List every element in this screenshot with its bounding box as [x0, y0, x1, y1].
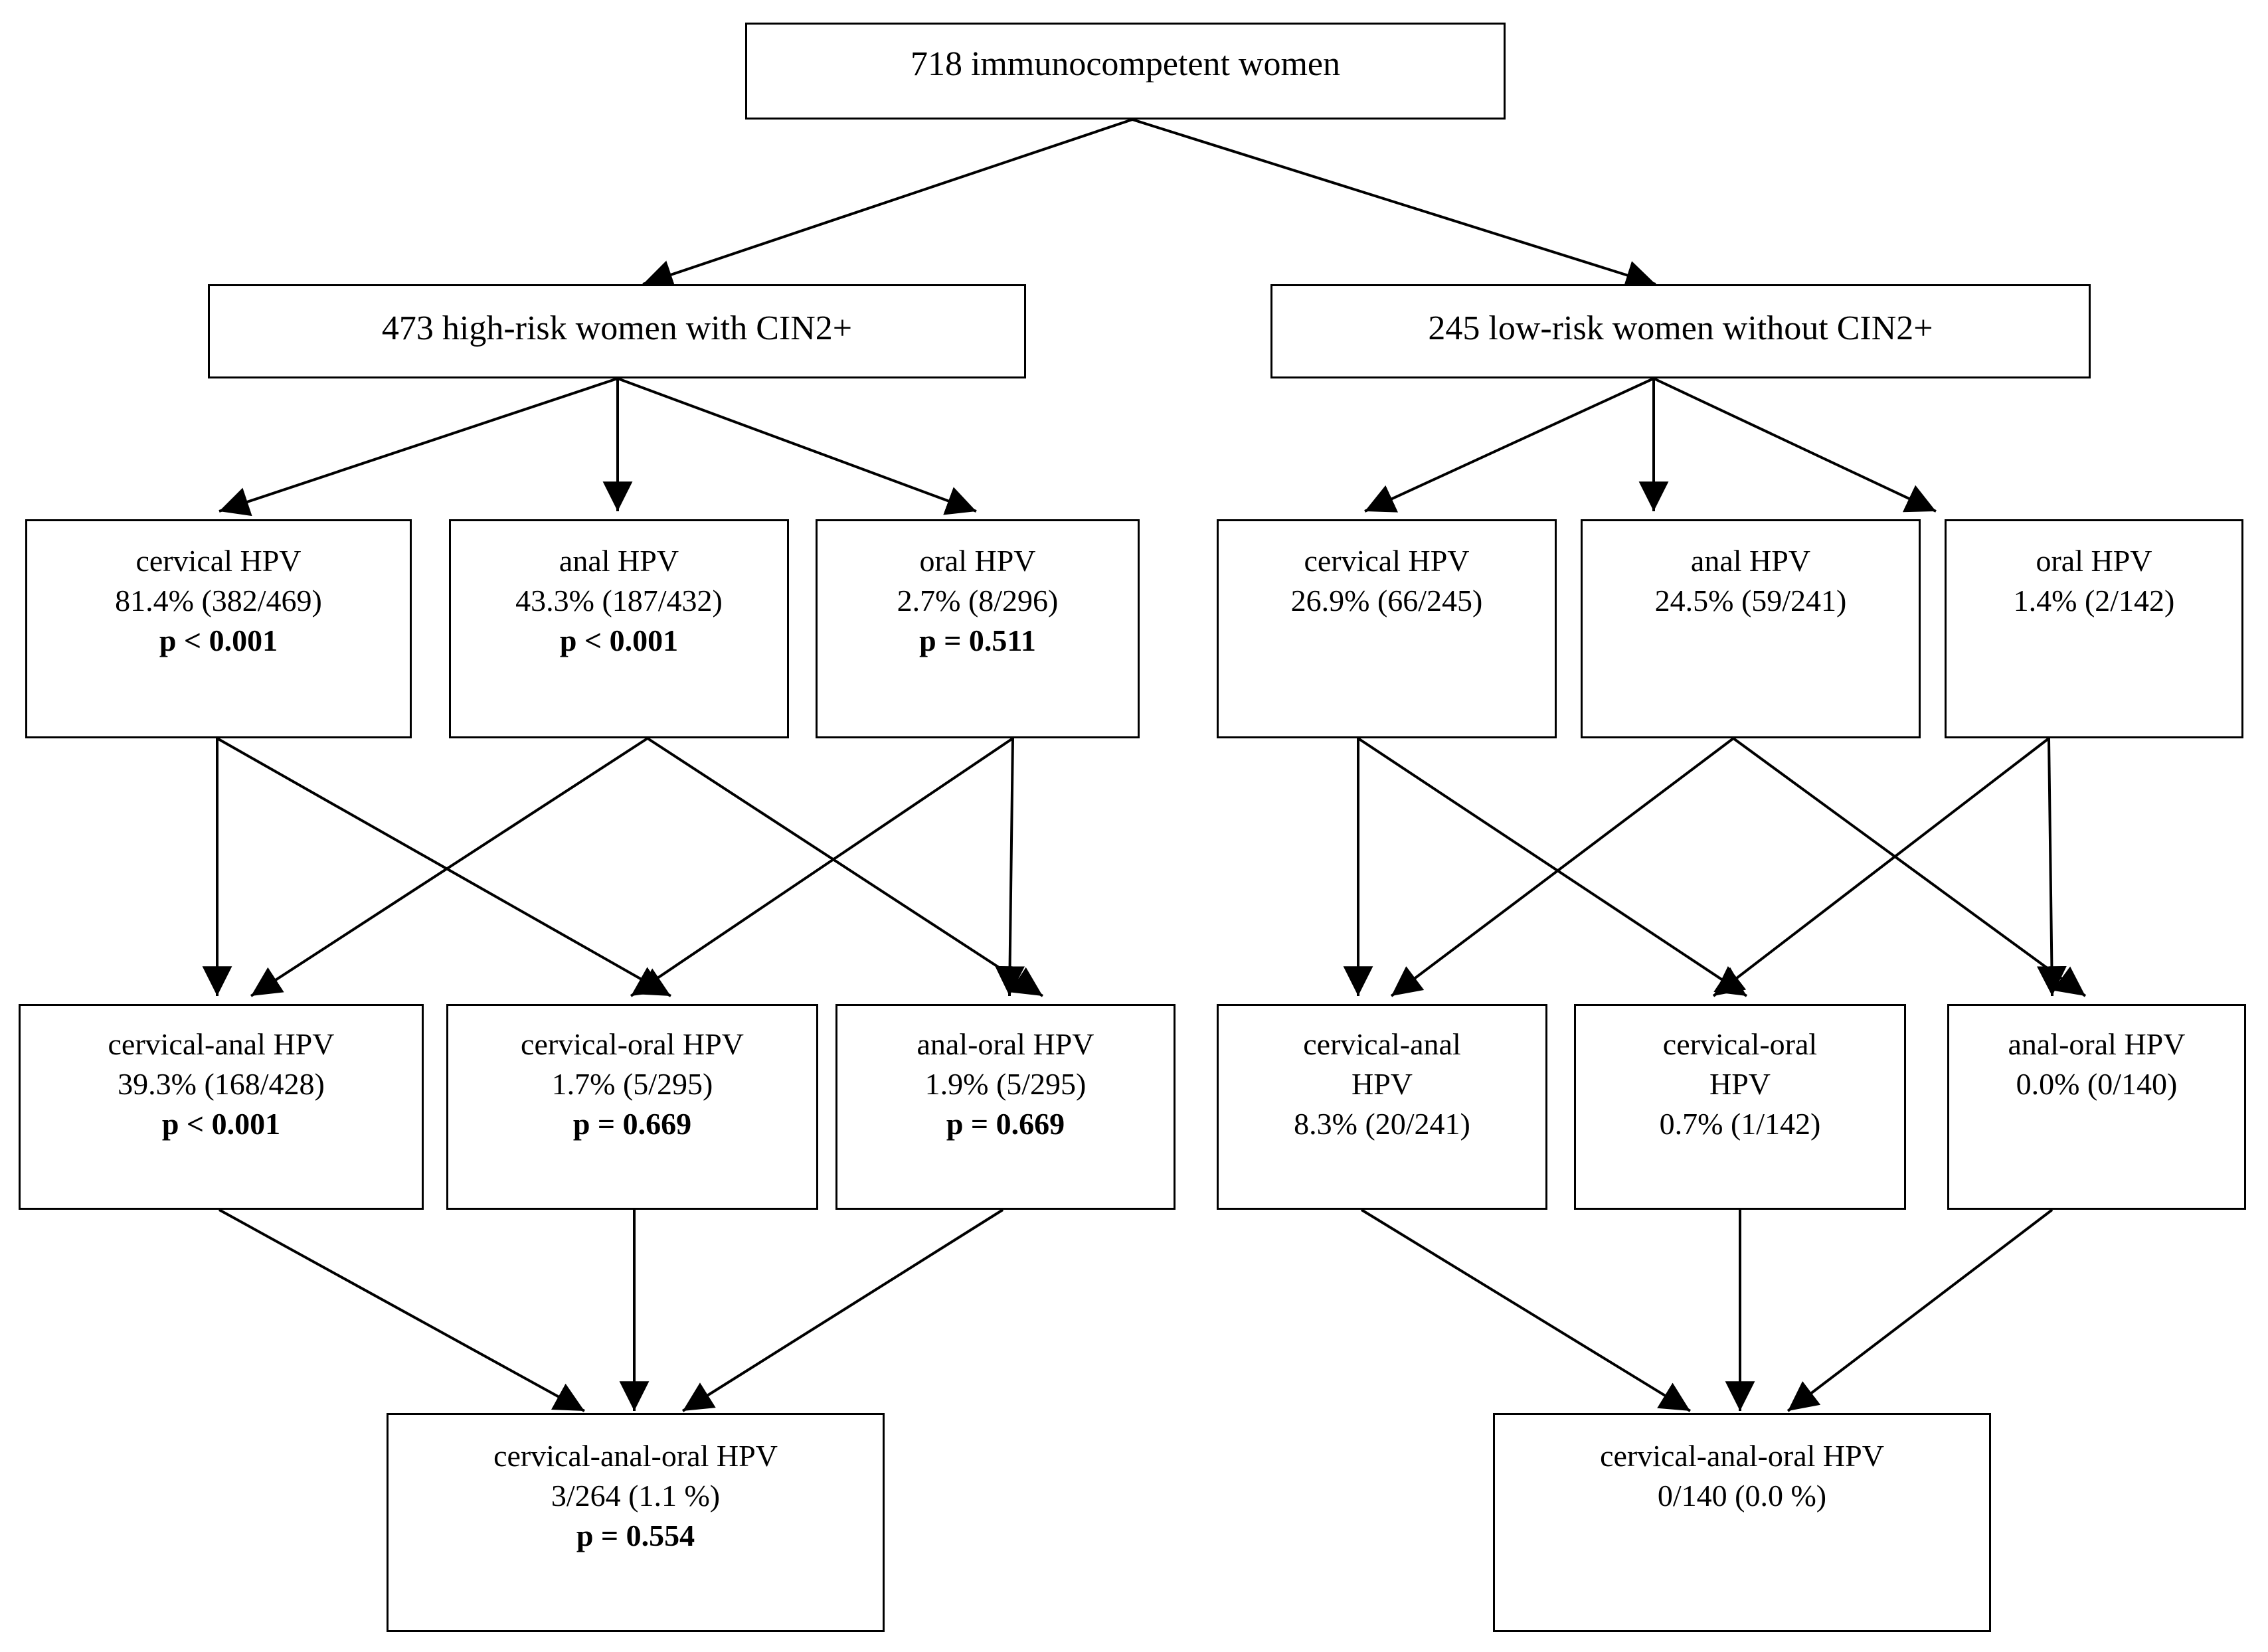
node-left-oral-hpv[interactable]: oral HPV 2.7% (8/296) p = 0.511	[816, 519, 1140, 738]
edge-r-analoral-to-triple	[1787, 1208, 2053, 1412]
node-right-cervical-anal-oral-hpv[interactable]: cervical-anal-oral HPV 0/140 (0.0 %)	[1493, 1413, 1991, 1632]
site-pvalue: p = 0.669	[946, 1106, 1065, 1141]
node-right-cervical-anal-hpv[interactable]: cervical-anal HPV 8.3% (20/241)	[1217, 1004, 1547, 1210]
site-name-cont: HPV	[1351, 1066, 1413, 1101]
edge-root-to-right	[1132, 118, 1656, 289]
site-pvalue: p < 0.001	[559, 623, 679, 657]
site-name: anal-oral HPV	[2008, 1027, 2186, 1061]
site-pvalue: p = 0.554	[576, 1518, 695, 1552]
edge-r-anal-to-analoral	[1732, 737, 2087, 997]
site-rate: 24.5% (59/241)	[1654, 583, 1847, 618]
site-name: oral HPV	[919, 544, 1036, 578]
node-right-anal-oral-hpv[interactable]: anal-oral HPV 0.0% (0/140)	[1947, 1004, 2246, 1210]
edge-l-anal-to-analoral	[646, 737, 1044, 997]
site-name: anal HPV	[1690, 544, 1811, 578]
site-name-cont: HPV	[1709, 1066, 1771, 1101]
node-left-cervical-hpv[interactable]: cervical HPV 81.4% (382/469) p < 0.001	[25, 519, 412, 738]
site-pvalue: p = 0.669	[572, 1106, 692, 1141]
node-left-cervical-anal-oral-hpv[interactable]: cervical-anal-oral HPV 3/264 (1.1 %) p =…	[387, 1413, 885, 1632]
edge-r-cervical-to-cervoral	[1357, 737, 1748, 997]
site-name: cervical-anal HPV	[108, 1027, 335, 1061]
site-name: oral HPV	[2036, 544, 2152, 578]
site-name: cervical HPV	[1304, 544, 1470, 578]
edge-right-to-cervical	[1364, 377, 1654, 513]
node-left-cervical-anal-hpv[interactable]: cervical-anal HPV 39.3% (168/428) p < 0.…	[19, 1004, 424, 1210]
site-rate: 1.7% (5/295)	[551, 1066, 713, 1101]
site-name: cervical-oral HPV	[521, 1027, 744, 1061]
site-name: cervical HPV	[135, 544, 302, 578]
site-name: cervical-anal-oral HPV	[1600, 1439, 1884, 1473]
node-root[interactable]: 718 immunocompetent women	[745, 23, 1506, 120]
node-left-anal-hpv[interactable]: anal HPV 43.3% (187/432) p < 0.001	[449, 519, 789, 738]
node-left-branch-label: 473 high-risk women with CIN2+	[381, 309, 853, 347]
site-rate: 0.7% (1/142)	[1659, 1106, 1821, 1141]
site-pvalue: p = 0.511	[919, 623, 1036, 657]
node-right-oral-hpv[interactable]: oral HPV 1.4% (2/142)	[1945, 519, 2243, 738]
edge-r-anal-to-cervanal	[1390, 737, 1735, 997]
edge-r-cervanal-to-triple	[1360, 1208, 1692, 1412]
edge-l-anal-to-cervanal	[250, 737, 649, 997]
node-left-anal-oral-hpv[interactable]: anal-oral HPV 1.9% (5/295) p = 0.669	[835, 1004, 1176, 1210]
site-rate: 3/264 (1.1 %)	[551, 1478, 721, 1513]
node-right-branch-label: 245 low-risk women without CIN2+	[1428, 309, 1933, 347]
edge-left-to-oral	[617, 377, 977, 515]
edge-right-to-oral	[1653, 377, 1937, 513]
edge-left-to-cervical	[218, 377, 618, 517]
site-rate: 1.4% (2/142)	[2013, 583, 2175, 618]
site-rate: 26.9% (66/245)	[1290, 583, 1483, 618]
edge-r-oral-to-cervoral	[1712, 737, 2050, 997]
site-rate: 8.3% (20/241)	[1294, 1106, 1470, 1141]
node-left-cervical-oral-hpv[interactable]: cervical-oral HPV 1.7% (5/295) p = 0.669	[446, 1004, 818, 1210]
site-rate: 1.9% (5/295)	[924, 1066, 1087, 1101]
site-name: cervical-anal-oral HPV	[493, 1439, 778, 1473]
site-name: cervical-anal	[1303, 1027, 1461, 1061]
site-rate: 0.0% (0/140)	[2016, 1066, 2178, 1101]
site-rate: 43.3% (187/432)	[515, 583, 723, 618]
node-left-branch[interactable]: 473 high-risk women with CIN2+	[208, 284, 1026, 378]
site-rate: 81.4% (382/469)	[115, 583, 322, 618]
node-right-anal-hpv[interactable]: anal HPV 24.5% (59/241)	[1581, 519, 1921, 738]
site-pvalue: p < 0.001	[159, 623, 278, 657]
node-root-label: 718 immunocompetent women	[910, 45, 1340, 83]
edge-l-oral-to-analoral	[995, 738, 1025, 997]
site-pvalue: p < 0.001	[161, 1106, 281, 1141]
edge-l-cervical-to-cervoral	[217, 737, 671, 997]
edge-r-oral-to-analoral	[2037, 738, 2067, 997]
node-right-branch[interactable]: 245 low-risk women without CIN2+	[1270, 284, 2091, 378]
edge-root-to-left	[642, 118, 1133, 289]
site-name: cervical-oral	[1662, 1027, 1818, 1061]
site-rate: 39.3% (168/428)	[118, 1066, 325, 1101]
site-name: anal HPV	[559, 544, 679, 578]
node-right-cervical-hpv[interactable]: cervical HPV 26.9% (66/245)	[1217, 519, 1557, 738]
site-rate: 2.7% (8/296)	[897, 583, 1059, 618]
site-name: anal-oral HPV	[916, 1027, 1094, 1061]
edge-l-oral-to-cervoral	[630, 737, 1014, 997]
node-right-cervical-oral-hpv[interactable]: cervical-oral HPV 0.7% (1/142)	[1574, 1004, 1906, 1210]
edge-l-cervanal-to-triple	[218, 1208, 585, 1412]
edge-l-analoral-to-triple	[681, 1208, 1004, 1412]
site-rate: 0/140 (0.0 %)	[1657, 1478, 1827, 1513]
